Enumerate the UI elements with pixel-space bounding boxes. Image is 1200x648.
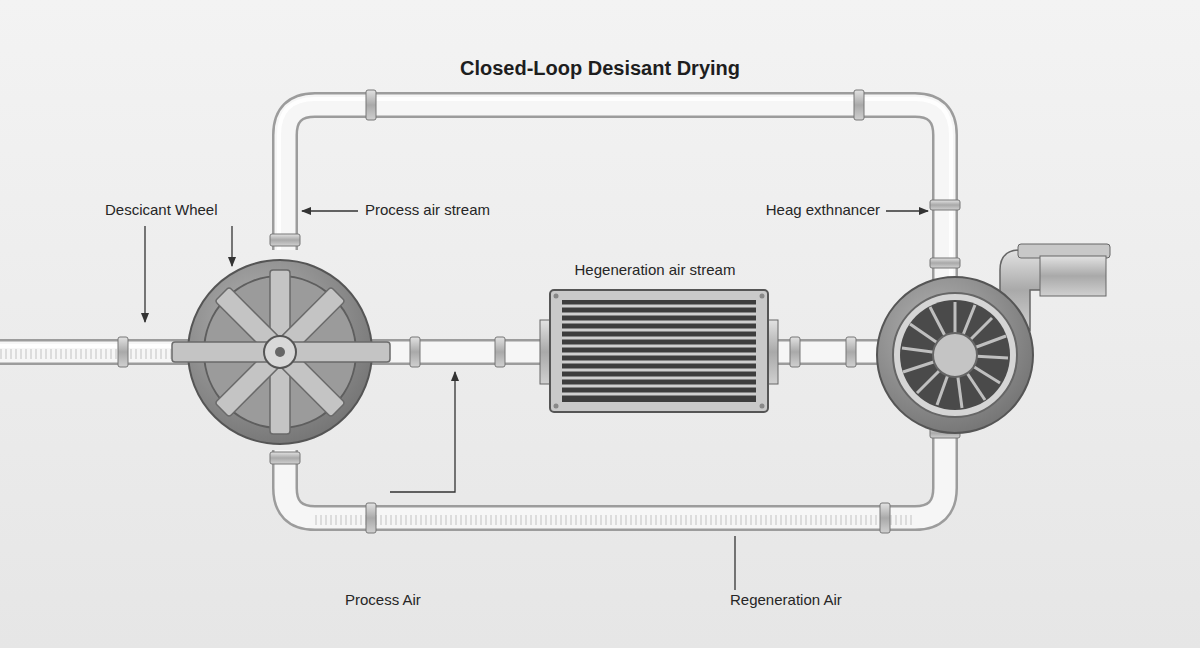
heat-exchanger [550,290,768,412]
blower-fan [1040,256,1106,296]
blower-fan [877,244,1110,433]
pipe-clamp [846,337,856,367]
part-label: Process air stream [365,201,490,219]
desiccant-wheel [172,270,390,434]
heat-exchanger [562,337,756,340]
pipe-clamp [366,503,376,533]
part-label: Heag exthnancer [766,201,880,219]
pipe-clamp [270,234,300,246]
pipe-loop [0,99,951,346]
pipe-clamp [118,337,128,367]
stream-label: Regeneration Air [730,591,842,609]
pipe-loop [768,342,885,363]
heat-exchanger [554,294,765,409]
pipe-clamp [930,200,960,210]
pipe-loop [285,425,945,518]
heat-exchanger [562,300,756,402]
heat-exchanger [562,345,756,348]
pipe-clamp [495,337,505,367]
blower-fan [933,333,977,377]
part-label: Descicant Wheel [105,201,218,219]
pipe-loop [0,339,200,365]
pipe-clamp [366,90,376,120]
pipe-clamp [410,337,420,367]
pipe-clamp [790,337,800,367]
heat-exchanger [562,377,756,380]
pipe-loop [285,425,945,518]
leader-arrow [302,210,358,211]
blower-fan [902,302,1008,408]
pipe-loop [0,99,951,520]
heat-exchanger [562,353,756,356]
heat-exchanger [562,393,756,396]
desiccant-wheel [264,336,296,368]
leader-arrow [390,372,455,492]
heat-exchanger [562,321,756,324]
leader-arrow [734,536,735,590]
pipe-clamp [118,90,960,533]
blower-fan [877,277,1033,433]
heat-exchanger [562,369,756,372]
heat-exchanger [760,294,765,299]
pipe-clamp [930,258,960,268]
heat-exchanger [562,306,756,394]
pipe-loop [0,344,200,348]
desiccant-wheel [172,260,390,444]
heat-exchanger [562,305,756,308]
heat-exchanger [562,361,756,364]
leader-arrow [886,210,928,211]
pipe-loop [315,515,915,525]
heat-exchanger [562,329,756,332]
pipe-clamp [270,452,300,464]
pipe-loop [285,105,945,285]
diagram-title: Closed-Loop Desisant Drying [460,56,740,80]
pipe-loop [768,339,885,365]
heat-exchanger [562,313,756,316]
pipe-clamp [854,90,864,120]
leader-arrow [231,226,232,266]
pipe-loop [0,349,195,359]
blower-fan [893,293,1017,417]
pipe-loop [0,105,945,518]
heat-exchanger [760,404,765,409]
heat-exchanger [562,385,756,388]
pipe-loop [279,99,951,285]
heat-exchanger [540,290,778,412]
heat-exchanger [554,294,559,299]
blower-fan [900,300,1010,410]
stream-label: Process Air [345,591,421,609]
pipe-loop [0,342,200,363]
pipe-loop [285,105,945,285]
leader-arrow [144,226,145,322]
desiccant-wheel [275,347,285,357]
heat-exchanger [554,404,559,409]
part-label: Hegeneration air stream [575,261,736,279]
pipe-clamp [880,503,890,533]
pipe-loop [0,105,945,518]
leader-arrow [145,211,928,590]
